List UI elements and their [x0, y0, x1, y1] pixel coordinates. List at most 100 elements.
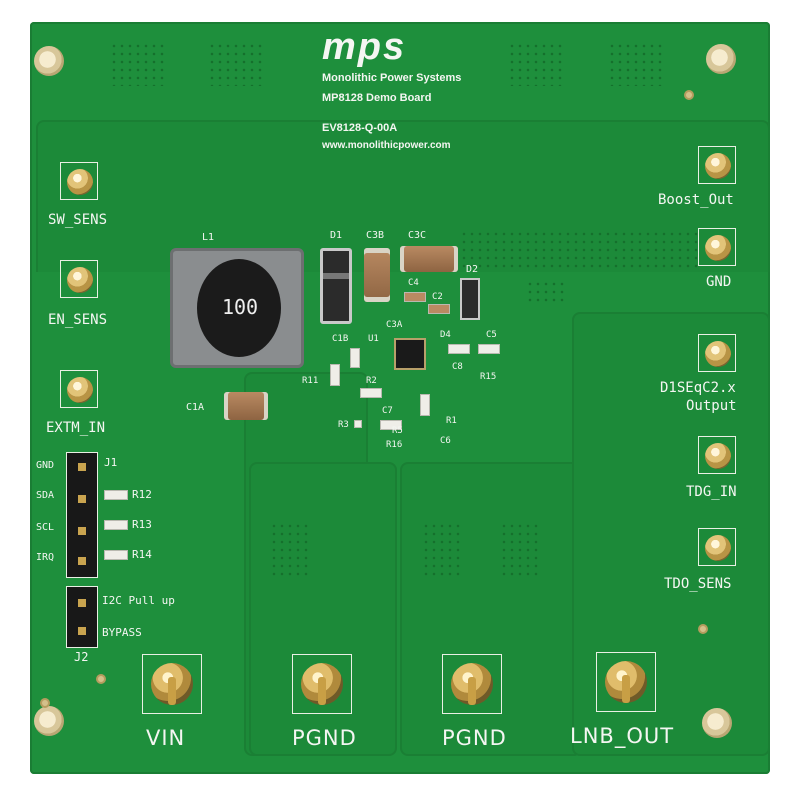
label-r11: R11 — [302, 376, 319, 386]
diode-d4 — [448, 344, 470, 354]
testpoint-d1seqc2x[interactable] — [698, 334, 736, 372]
capacitor-c3c — [400, 246, 458, 272]
capacitor-c1b — [350, 348, 360, 368]
testpoint-pin — [705, 341, 731, 367]
via — [698, 624, 708, 634]
label-pin-sda: SDA — [36, 490, 55, 501]
via-field — [110, 42, 166, 86]
label-tdg-in: TDG_IN — [686, 484, 737, 500]
sma-pin — [318, 677, 326, 705]
label-r5: R5 — [392, 426, 403, 436]
label-vin: VIN — [146, 726, 186, 750]
via-field — [422, 522, 462, 578]
label-d1: D1 — [330, 230, 343, 241]
capacitor-c7 — [380, 420, 402, 430]
resistor-r13 — [104, 520, 128, 530]
label-d2: D2 — [466, 264, 479, 275]
testpoint-pin — [705, 443, 731, 469]
header-j1[interactable] — [66, 452, 98, 578]
via-field — [208, 42, 264, 86]
pcb-board: mps Monolithic Power Systems MP8128 Demo… — [30, 22, 770, 774]
label-r2: R2 — [366, 376, 377, 386]
connector-pgnd-2[interactable] — [442, 654, 502, 714]
copper-pour-pgnd-1 — [249, 462, 397, 756]
via — [684, 90, 694, 100]
resistor-r11 — [330, 364, 340, 386]
via-field — [608, 42, 664, 86]
mounting-hole — [702, 708, 732, 738]
label-pin-irq: IRQ — [36, 552, 55, 563]
label-r14: R14 — [132, 548, 152, 561]
label-c4: C4 — [408, 278, 419, 288]
label-sw-sens: SW_SENS — [48, 212, 108, 228]
testpoint-en-sens[interactable] — [60, 260, 98, 298]
resistor-r14 — [104, 550, 128, 560]
label-i2c-pullup: I2C Pull up — [102, 594, 175, 607]
header-j2[interactable] — [66, 586, 98, 648]
label-lnb-out: LNB_OUT — [570, 724, 675, 748]
header-pin — [78, 557, 86, 565]
testpoint-tdg-in[interactable] — [698, 436, 736, 474]
sma-pin — [168, 677, 176, 705]
header-pin — [78, 495, 86, 503]
via — [96, 674, 106, 684]
sma-pin — [468, 677, 476, 705]
label-en-sens: EN_SENS — [48, 312, 108, 328]
capacitor-c2 — [428, 304, 450, 314]
label-j2: J2 — [74, 650, 89, 664]
via-field — [508, 42, 564, 86]
resistor-r3 — [354, 420, 362, 428]
header-pin — [78, 599, 86, 607]
testpoint-tdo-sens[interactable] — [698, 528, 736, 566]
inductor-marking: 100 — [221, 295, 259, 319]
label-tdo-sens: TDO_SENS — [664, 576, 732, 592]
resistor-r1-part — [420, 394, 430, 416]
diode-d2 — [460, 278, 480, 320]
label-r12: R12 — [132, 488, 152, 501]
label-r13: R13 — [132, 518, 152, 531]
mounting-hole — [34, 46, 64, 76]
diode-d1 — [320, 248, 352, 324]
label-j1: J1 — [104, 456, 118, 469]
label-pgnd-1: PGND — [292, 726, 357, 750]
via-field — [460, 230, 700, 270]
company-name: Monolithic Power Systems — [322, 72, 462, 84]
connector-vin[interactable] — [142, 654, 202, 714]
label-c7: C7 — [382, 406, 393, 416]
label-r16: R16 — [386, 440, 403, 450]
mounting-hole — [706, 44, 736, 74]
inductor-l1: 100 — [170, 248, 304, 368]
capacitor-c5 — [478, 344, 500, 354]
via-field — [500, 522, 540, 578]
via — [40, 698, 50, 708]
sma-pin — [622, 675, 630, 703]
via-field — [526, 280, 566, 304]
label-u1: U1 — [368, 334, 379, 344]
label-r15: R15 — [480, 372, 497, 382]
label-d1seqc2x: D1SEqC2.x — [660, 380, 736, 396]
testpoint-boost-out[interactable] — [698, 146, 736, 184]
connector-pgnd-1[interactable] — [292, 654, 352, 714]
inductor-core — [197, 259, 281, 357]
header-pin — [78, 527, 86, 535]
label-bypass: BYPASS — [102, 626, 142, 639]
testpoint-extm-in[interactable] — [60, 370, 98, 408]
mounting-hole — [34, 706, 64, 736]
diode-band — [323, 273, 349, 279]
label-c3a: C3A — [386, 320, 403, 330]
label-r1: R1 — [446, 416, 457, 426]
connector-lnb-out[interactable] — [596, 652, 656, 712]
testpoint-gnd[interactable] — [698, 228, 736, 266]
ic-u1 — [394, 338, 426, 370]
mps-logo: mps — [322, 26, 407, 68]
label-r3: R3 — [338, 420, 349, 430]
testpoint-sw-sens[interactable] — [60, 162, 98, 200]
label-pin-gnd: GND — [36, 460, 55, 471]
testpoint-pin — [705, 535, 731, 561]
label-extm-in: EXTM_IN — [46, 420, 106, 436]
testpoint-pin — [67, 169, 93, 195]
capacitor-c3b — [364, 248, 390, 302]
capacitor-c1a — [224, 392, 268, 420]
label-c2: C2 — [432, 292, 443, 302]
label-d4: D4 — [440, 330, 451, 340]
